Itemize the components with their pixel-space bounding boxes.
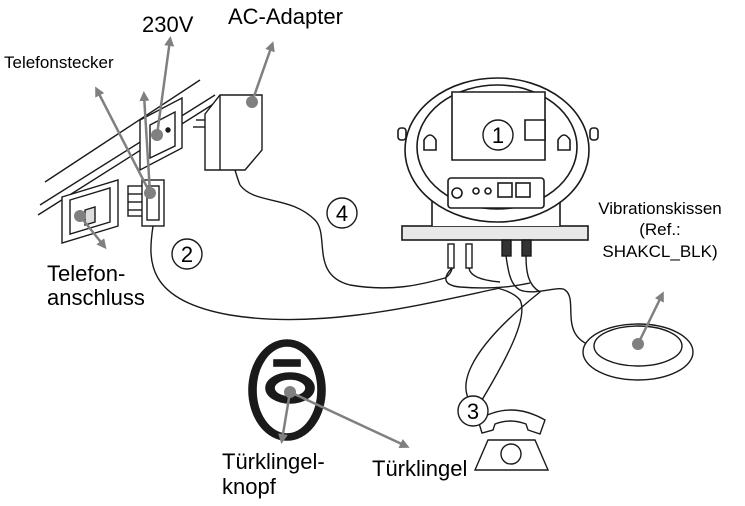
label-vibration-pad-line1: Vibrationskissen xyxy=(598,199,722,218)
indicator-arrows xyxy=(79,36,664,449)
label-ac-adapter: AC-Adapter xyxy=(228,4,343,29)
base-station xyxy=(397,77,599,241)
marker-4: 4 xyxy=(326,197,358,229)
cable-plugs xyxy=(447,239,532,269)
arrow-origins xyxy=(74,96,644,398)
svg-text:3: 3 xyxy=(467,399,479,424)
phone-jack-icon xyxy=(61,179,119,244)
svg-text:2: 2 xyxy=(181,242,193,267)
label-phone-jack-line2: anschluss xyxy=(47,285,145,311)
power-adapter-icon xyxy=(193,94,263,186)
marker-2: 2 xyxy=(171,238,203,270)
label-doorbell: Türklingel xyxy=(372,456,468,481)
label-phone-jack-line1: Telefon- xyxy=(47,261,126,286)
telephone-icon xyxy=(473,409,550,471)
label-phone-jack: Telefon- anschluss xyxy=(47,261,145,311)
vibration-pad-icon xyxy=(582,323,694,381)
label-vibration-pad-line3: SHAKCL_BLK) xyxy=(602,241,718,261)
svg-text:4: 4 xyxy=(336,201,348,226)
label-doorbell-button-line2: knopf xyxy=(222,474,276,500)
label-voltage: 230V xyxy=(142,12,194,37)
label-doorbell-button: Türklingel- knopf xyxy=(222,449,325,500)
marker-3: 3 xyxy=(457,395,489,427)
svg-text:1: 1 xyxy=(492,123,504,148)
label-vibration-pad: Vibrationskissen (Ref.: SHAKCL_BLK) xyxy=(576,198,744,262)
label-vibration-pad-line2: (Ref.: xyxy=(639,220,681,240)
label-phone-plug: Telefonstecker xyxy=(4,53,114,72)
marker-1: 1 xyxy=(482,119,514,151)
label-doorbell-button-line1: Türklingel- xyxy=(222,449,325,474)
